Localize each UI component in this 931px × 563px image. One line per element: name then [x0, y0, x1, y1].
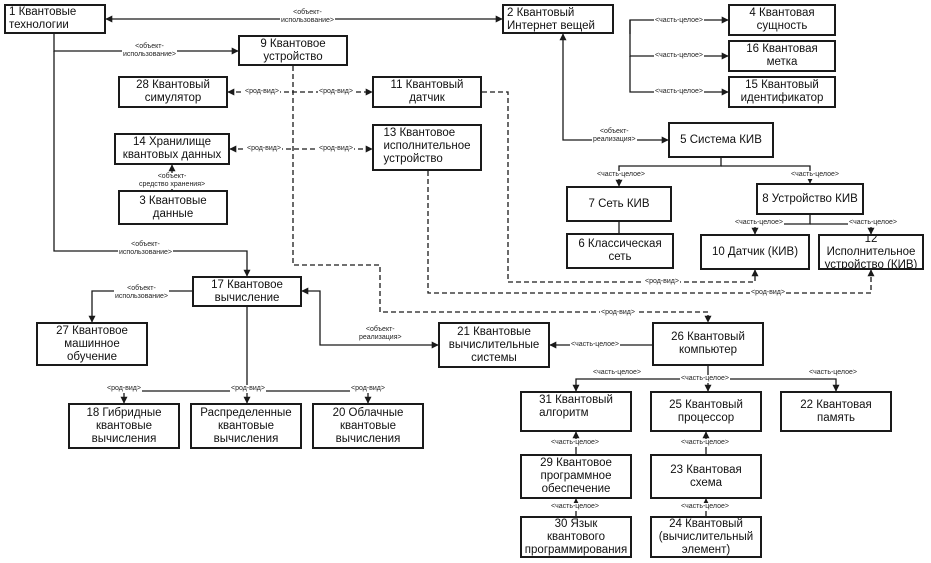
- label-5-8-part: <часть-целое>: [790, 171, 840, 179]
- node-5-kiv-system[interactable]: 5 Система КИВ: [668, 122, 774, 158]
- label-9-11-kind: <род-вид>: [318, 88, 354, 96]
- label-26-22-part: <часть-целое>: [808, 369, 858, 377]
- node-31-quantum-algorithm[interactable]: 31 Квантовый алгоритм: [520, 391, 632, 432]
- node-16-quantum-tag[interactable]: 16 Квантовая метка: [728, 40, 836, 72]
- label-5-7-part: <часть-целое>: [596, 171, 646, 179]
- label-2-15-part: <часть-целое>: [654, 88, 704, 96]
- node-3-quantum-data[interactable]: 3 Квантовые данные: [118, 190, 228, 225]
- node-19-distributed-quantum-computing[interactable]: 19 Распределенные квантовые вычисления: [190, 403, 302, 449]
- node-28-quantum-simulator[interactable]: 28 Квантовый симулятор: [118, 76, 228, 108]
- node-17-quantum-computing[interactable]: 17 Квантовое вычисление: [192, 276, 302, 307]
- node-18-hybrid-quantum-computing[interactable]: 18 Гибридные квантовые вычисления: [68, 403, 180, 449]
- label-29-30-part: <часть-целое>: [550, 503, 600, 511]
- label-2-16-part: <часть-целое>: [654, 52, 704, 60]
- edge-26-22: [708, 378, 840, 392]
- edge-26-31: [572, 366, 709, 392]
- label-14-3-storage: <объект- средство хранения>: [138, 173, 207, 189]
- node-27-quantum-machine-learning[interactable]: 27 Квантовое машинное обучение: [36, 322, 148, 366]
- label-9-13-kind: <род-вид>: [318, 145, 354, 153]
- label-21-26-part: <часть-целое>: [570, 341, 620, 349]
- node-26-quantum-computer[interactable]: 26 Квантовый компьютер: [652, 322, 764, 366]
- label-17-20-kind: <род-вид>: [350, 385, 386, 393]
- label-13-12-kind: <род-вид>: [750, 289, 786, 297]
- label-17-19-kind: <род-вид>: [230, 385, 266, 393]
- node-11-quantum-sensor[interactable]: 11 Квантовый датчик: [372, 76, 482, 108]
- node-9-quantum-device[interactable]: 9 Квантовое устройство: [238, 35, 348, 66]
- label-31-29-part: <часть-целое>: [550, 439, 600, 447]
- node-10-kiv-sensor[interactable]: 10 Датчик (КИВ): [700, 234, 810, 270]
- node-20-cloud-quantum-computing[interactable]: 20 Облачные квантовые вычисления: [312, 403, 424, 449]
- label-25-23-part: <часть-целое>: [680, 439, 730, 447]
- node-30-quantum-programming-language[interactable]: 30 Язык квантового программирования: [520, 516, 632, 558]
- label-17-27-use: <объект- использование>: [114, 285, 169, 301]
- label-2-4-part: <часть-целое>: [654, 17, 704, 25]
- node-7-kiv-network[interactable]: 7 Сеть КИВ: [566, 186, 672, 222]
- node-23-quantum-circuit[interactable]: 23 Квантовая схема: [650, 454, 762, 499]
- node-13-quantum-actuator[interactable]: 13 Квантовое исполнительное устройство: [372, 124, 482, 171]
- edge-13-12: [427, 171, 875, 294]
- edge-2-16: [629, 20, 729, 60]
- node-2-quantum-iot[interactable]: 2 Квантовый Интернет вещей: [502, 4, 614, 34]
- node-12-kiv-actuator[interactable]: 12 Исполнительное устройство (КИВ): [818, 234, 924, 270]
- node-6-classical-network[interactable]: 6 Классическая сеть: [566, 233, 674, 269]
- node-4-quantum-entity[interactable]: 4 Квантовая сущность: [728, 4, 836, 36]
- edge-2-15: [629, 56, 729, 96]
- node-14-quantum-data-storage[interactable]: 14 Хранилище квантовых данных: [114, 133, 230, 165]
- label-23-24-part: <часть-целое>: [680, 503, 730, 511]
- node-29-quantum-software[interactable]: 29 Квантовое программное обеспечение: [520, 454, 632, 499]
- node-24-quantum-computing-element[interactable]: 24 Квантовый (вычислительный элемент): [650, 516, 762, 558]
- node-15-quantum-identifier[interactable]: 15 Квантовый идентификатор: [728, 76, 836, 108]
- label-1-9-use: <объект- использование>: [122, 43, 177, 59]
- edge-17-18: [120, 307, 248, 404]
- label-26-31-part: <часть-целое>: [592, 369, 642, 377]
- node-22-quantum-memory[interactable]: 22 Квантовая память: [780, 391, 892, 432]
- label-2-5-impl: <объект- реализация>: [592, 128, 637, 144]
- node-21-quantum-computing-systems[interactable]: 21 Квантовые вычислительные системы: [438, 322, 550, 368]
- label-1-17-use: <объект- использование>: [118, 241, 173, 257]
- label-17-21-impl: <объект- реализация>: [358, 326, 403, 342]
- node-25-quantum-processor[interactable]: 25 Квантовый процессор: [650, 391, 762, 432]
- node-8-kiv-device[interactable]: 8 Устройство КИВ: [756, 183, 864, 215]
- edge-11-10: [482, 91, 759, 283]
- label-26-25-part: <часть-целое>: [680, 375, 730, 383]
- label-11-10-kind: <род-вид>: [644, 278, 680, 286]
- label-14-9-kind: <род-вид>: [246, 145, 282, 153]
- label-8-12-part: <часть-целое>: [848, 219, 898, 227]
- label-17-18-kind: <род-вид>: [106, 385, 142, 393]
- edge-17-21: [301, 287, 439, 349]
- label-8-10-part: <часть-целое>: [734, 219, 784, 227]
- label-28-9-kind: <род-вид>: [244, 88, 280, 96]
- label-1-2-use: <объект- использование>: [280, 9, 335, 25]
- edge-2-5: [559, 33, 669, 144]
- label-9-26-kind: <род-вид>: [600, 309, 636, 317]
- node-1-quantum-technologies[interactable]: 1 Квантовые технологии: [4, 4, 106, 34]
